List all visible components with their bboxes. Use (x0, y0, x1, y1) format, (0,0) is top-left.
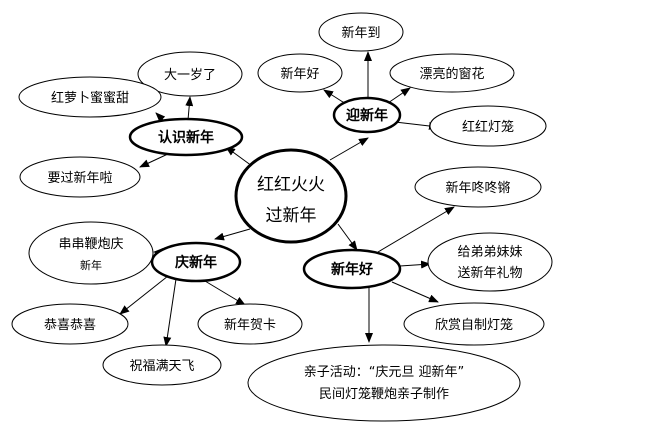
leaf-dimei-line-2: 送新年礼物 (457, 265, 522, 281)
edge-xnh-dongdong (377, 206, 455, 253)
edge-qing-heka (199, 277, 246, 306)
leaf-xinnianhao: 新年好 (257, 53, 343, 93)
leaf-dayisui-label: 大一岁了 (164, 68, 216, 83)
leaf-activity-line-1: 亲子活动：“庆元旦 迎新年” (304, 364, 465, 380)
leaf-yaoguo: 要过新年啦 (19, 156, 141, 198)
edge-yingxin-chuanghua (387, 87, 411, 104)
hub-qing: 庆新年 (150, 241, 242, 283)
leaf-dongdong: 新年咚咚锵 (414, 166, 542, 208)
leaf-hongluobo-label: 红萝卜蜜蜜甜 (51, 90, 129, 106)
hub-renshi-label: 认识新年 (158, 129, 214, 146)
edge-xnh-xinshang (391, 281, 439, 303)
hub-xinnianhao-label: 新年好 (331, 261, 373, 278)
hub-yingxin-label: 迎新年 (346, 107, 388, 124)
leaf-bianpao-line-2: 新年 (80, 258, 102, 272)
leaf-activity-line-2: 民间灯笼鞭炮亲子制作 (319, 386, 449, 402)
edge-center-yingxin (329, 137, 369, 161)
leaf-xinnianhao-label: 新年好 (280, 66, 319, 82)
leaf-chuanghua-label: 漂亮的窗花 (419, 66, 484, 82)
leaf-xinniandao-label: 新年到 (341, 25, 380, 41)
hub-yingxin: 迎新年 (332, 96, 402, 134)
edge-center-renshi (225, 146, 253, 167)
leaf-xinshang-label: 欣赏自制灯笼 (435, 317, 513, 333)
leaf-gongxi-label: 恭喜恭喜 (44, 318, 96, 333)
leaf-dongdong-label: 新年咚咚锵 (445, 180, 510, 196)
leaf-dayisui: 大一岁了 (137, 51, 243, 97)
leaf-activity: 亲子活动：“庆元旦 迎新年” 民间灯笼鞭炮亲子制作 (247, 344, 521, 422)
hub-xinnianhao: 新年好 (302, 248, 402, 290)
leaf-hongluobo: 红萝卜蜜蜜甜 (18, 76, 162, 118)
hub-qing-label: 庆新年 (175, 254, 217, 271)
edge-qing-gongxi (119, 275, 169, 315)
leaf-dimei-line-1: 给弟弟妹妹 (457, 245, 522, 260)
edge-center-qing (214, 228, 251, 241)
center-line-2: 过新年 (266, 206, 317, 226)
edge-center-xinnianhao (337, 223, 358, 251)
leaf-gongxi: 恭喜恭喜 (11, 303, 129, 345)
leaf-heka: 新年贺卡 (197, 303, 303, 345)
leaf-denglong-label: 红红灯笼 (462, 119, 514, 135)
leaf-xinshang: 欣赏自制灯笼 (403, 302, 545, 346)
leaf-dimei: 给弟弟妹妹 送新年礼物 (427, 232, 553, 292)
hub-renshi: 认识新年 (128, 117, 244, 157)
edge-renshi-dayisui (185, 96, 194, 121)
leaf-denglong: 红红灯笼 (429, 105, 547, 147)
edge-yingxin-xinnianhao (323, 89, 347, 105)
leaf-xinniandao: 新年到 (318, 12, 404, 52)
leaf-zhufu-label: 祝福满天飞 (129, 359, 194, 374)
leaf-yaoguo-label: 要过新年啦 (47, 170, 112, 186)
edge-qing-zhufu (163, 278, 177, 347)
leaf-bianpao-line-1: 串串鞭炮庆 (58, 237, 123, 252)
edge-renshi-yaoguo (139, 152, 171, 168)
center-node: 红红火火 过新年 (234, 148, 348, 244)
center-line-1: 红红火火 (257, 175, 325, 195)
edge-xnh-dimei (399, 260, 431, 269)
leaf-zhufu: 祝福满天飞 (102, 344, 222, 386)
leaf-bianpao: 串串鞭炮庆 新年 (28, 221, 154, 285)
leaf-heka-label: 新年贺卡 (224, 317, 276, 333)
leaf-chuanghua: 漂亮的窗花 (389, 53, 515, 93)
